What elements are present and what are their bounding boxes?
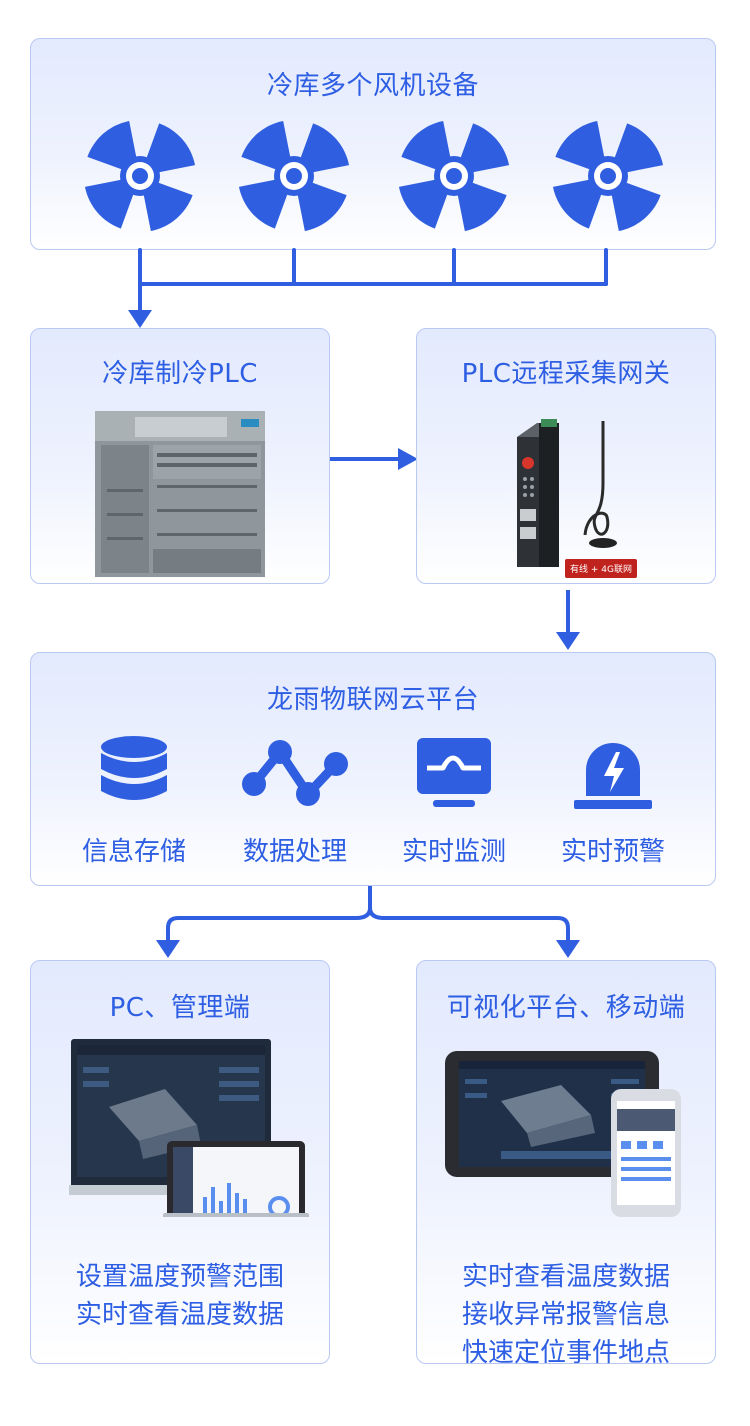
- mobile-feature-line: 接收异常报警信息: [461, 1300, 670, 1330]
- platform-split-connector: [156, 886, 580, 958]
- feature-label: 实时预警: [560, 837, 665, 867]
- fans-panel-title: 冷库多个风机设备: [266, 71, 479, 101]
- pc-feature-line: 实时查看温度数据: [75, 1300, 284, 1330]
- mobile-panel: 可视化平台、移动端 实时查看温度数据 接收异常报警信息 快速定位事件地点: [416, 960, 716, 1368]
- monitor-icon: [417, 738, 491, 807]
- feature-storage: 信息存储: [54, 733, 214, 868]
- gateway-device-image: [517, 419, 617, 567]
- fan-icon: [234, 116, 354, 236]
- feature-processing: 数据处理: [215, 733, 375, 868]
- platform-panel: 龙雨物联网云平台 信息存储 数据处理: [30, 652, 716, 886]
- fans-bus-connector: [128, 248, 608, 328]
- fan-icon: [394, 116, 514, 236]
- feature-alert: 实时预警: [533, 733, 693, 868]
- mobile-feature-line: 快速定位事件地点: [461, 1338, 670, 1368]
- platform-panel-title: 龙雨物联网云平台: [266, 685, 479, 715]
- gateway-to-platform-arrow: [556, 590, 580, 650]
- fan-icon: [80, 116, 200, 236]
- pc-panel-title: PC、管理端: [109, 993, 251, 1023]
- plc-panel-title: 冷库制冷PLC: [102, 359, 258, 389]
- feature-label: 实时监测: [401, 837, 506, 867]
- feature-label: 数据处理: [242, 837, 347, 867]
- fan-icon: [548, 116, 668, 236]
- plc-device-image: [95, 411, 265, 577]
- feature-monitoring: 实时监测: [374, 733, 534, 868]
- plc-panel: 冷库制冷PLC: [30, 328, 330, 584]
- line-chart-icon: [242, 740, 348, 806]
- pc-laptop-image: [69, 1039, 309, 1217]
- pc-feature-line: 设置温度预警范围: [75, 1262, 284, 1292]
- gateway-panel: PLC远程采集网关 有线 + 4G联网: [416, 328, 716, 584]
- mobile-panel-title: 可视化平台、移动端: [446, 993, 686, 1023]
- alarm-light-icon: [574, 743, 652, 809]
- connectivity-badge: 有线 + 4G联网: [565, 559, 637, 578]
- pc-panel: PC、管理端 设置温度预警范围 实时查看温度数据: [30, 960, 330, 1364]
- mobile-feature-line: 实时查看温度数据: [461, 1262, 670, 1292]
- database-icon: [101, 736, 167, 800]
- gateway-panel-title: PLC远程采集网关: [461, 359, 671, 389]
- feature-label: 信息存储: [81, 837, 186, 867]
- plc-to-gateway-arrow: [330, 448, 418, 470]
- tablet-phone-image: [445, 1051, 681, 1217]
